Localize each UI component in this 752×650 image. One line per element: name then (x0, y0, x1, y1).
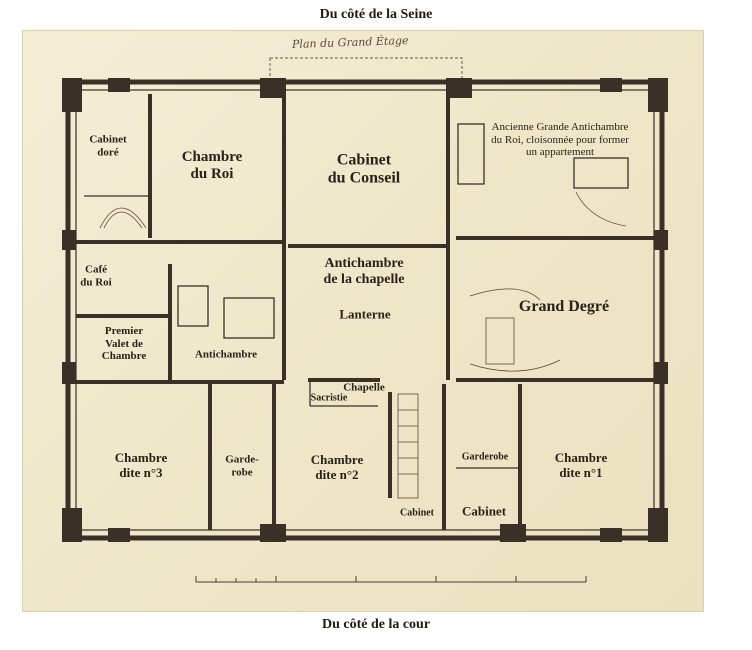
room-cabinet-small: Cabinet (400, 507, 434, 519)
scale-bar (195, 576, 587, 583)
room-antichambre: Antichambre (194, 348, 258, 361)
room-sacristie: Sacristie (310, 392, 348, 404)
room-cabinet-right: Cabinet (461, 503, 507, 519)
room-grand-degre: Grand Degré (518, 297, 610, 315)
stair-marks (99, 191, 627, 499)
caption-top: Du côté de la Seine (319, 7, 433, 22)
caption-bottom: Du côté de la cour (321, 617, 431, 632)
room-garderobe-right: Garderobe (461, 451, 509, 463)
room-chapelle: Chapelle (343, 381, 385, 394)
annex-outline (269, 57, 463, 81)
outer-walls (65, 79, 665, 541)
corner-blocks (62, 78, 668, 542)
room-garderobe-left: Garde-robe (225, 453, 259, 478)
interior-walls (76, 90, 654, 530)
room-lanterne: Lanterne (339, 306, 391, 322)
thin-partitions (84, 123, 629, 469)
plan-sheet (22, 30, 704, 612)
